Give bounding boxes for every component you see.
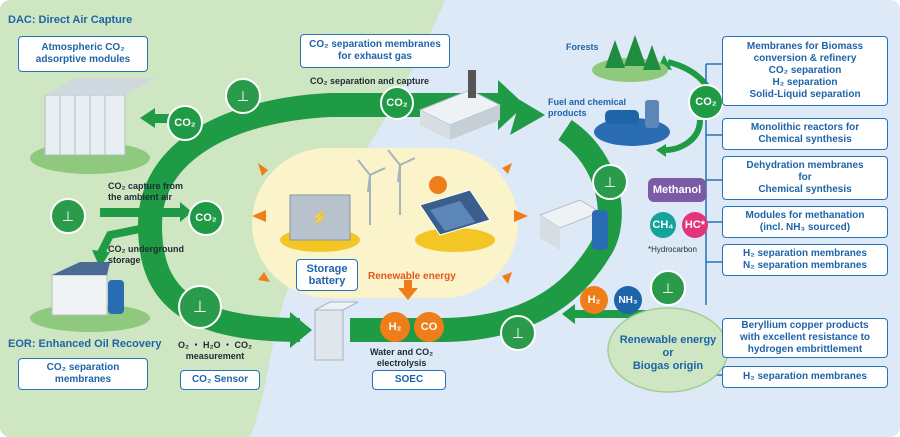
synthesis-plant <box>538 199 608 250</box>
wind-turbines <box>357 149 416 225</box>
co2-badge-loop: CO₂ <box>188 200 224 236</box>
eor-title: EOR: Enhanced Oil Recovery <box>8 338 162 350</box>
fuel-products-illustration <box>594 100 670 146</box>
h2-badge-origin: H₂ <box>580 286 608 314</box>
sensor-bubble-fuel: ⊥ <box>592 164 628 200</box>
sensor-bubble-dac-top: ⊥ <box>225 78 261 114</box>
battery-shape <box>289 194 351 241</box>
box-h2-membranes: H₂ separation membranes <box>722 366 888 388</box>
box-soec: SOEC <box>372 370 446 390</box>
nh3-badge-origin: NH₃ <box>614 286 642 314</box>
forest-illustration <box>592 35 668 82</box>
soec-device <box>314 301 359 361</box>
sensor-bubble-dac: ⊥ <box>50 198 86 234</box>
sun-shape <box>429 176 447 194</box>
separation-capture-label: CO₂ separation and capture <box>310 76 430 86</box>
co-badge-soec: CO <box>414 312 444 342</box>
box-storage-battery: Storage battery <box>296 259 358 291</box>
hc-badge: HC* <box>682 212 708 238</box>
box-line: adsorptive modules <box>35 54 131 65</box>
sensor-bubble-measure: ⊥ <box>178 285 222 329</box>
renewable-energy-label: Renewable energy <box>368 271 456 282</box>
ch4-badge: CH₄ <box>650 212 676 238</box>
dac-title: DAC: Direct Air Capture <box>8 14 133 26</box>
forests-label: Forests <box>566 42 599 52</box>
exhaust-factory <box>418 70 502 140</box>
box-methanation-modules: Modules for methanation(incl. NH₃ source… <box>722 206 888 238</box>
eor-facility <box>30 262 150 332</box>
hydrocarbon-note: *Hydrocarbon <box>648 245 697 254</box>
co2-badge-dac: CO₂ <box>167 105 203 141</box>
co2-badge-forest: CO₂ <box>688 84 724 120</box>
dac-unit <box>30 78 155 174</box>
box-line: Atmospheric CO₂ <box>41 42 125 53</box>
box-atmospheric-modules: Atmospheric CO₂ adsorptive modules <box>18 36 148 72</box>
sensor-bubble-soec: ⊥ <box>500 315 536 351</box>
solar-panels <box>419 189 491 236</box>
svg-text:⚡: ⚡ <box>311 209 328 226</box>
box-eor-membranes: CO₂ separation membranes <box>18 358 148 390</box>
methanol-badge: Methanol <box>648 178 706 202</box>
co2-badge-exhaust: CO₂ <box>380 86 414 120</box>
box-co2-sensor: CO₂ Sensor <box>180 370 260 390</box>
box-exhaust-membranes: CO₂ separation membranes for exhaust gas <box>300 34 450 68</box>
sensor-bubble-origin: ⊥ <box>650 270 686 306</box>
h2-badge-soec: H₂ <box>380 312 410 342</box>
